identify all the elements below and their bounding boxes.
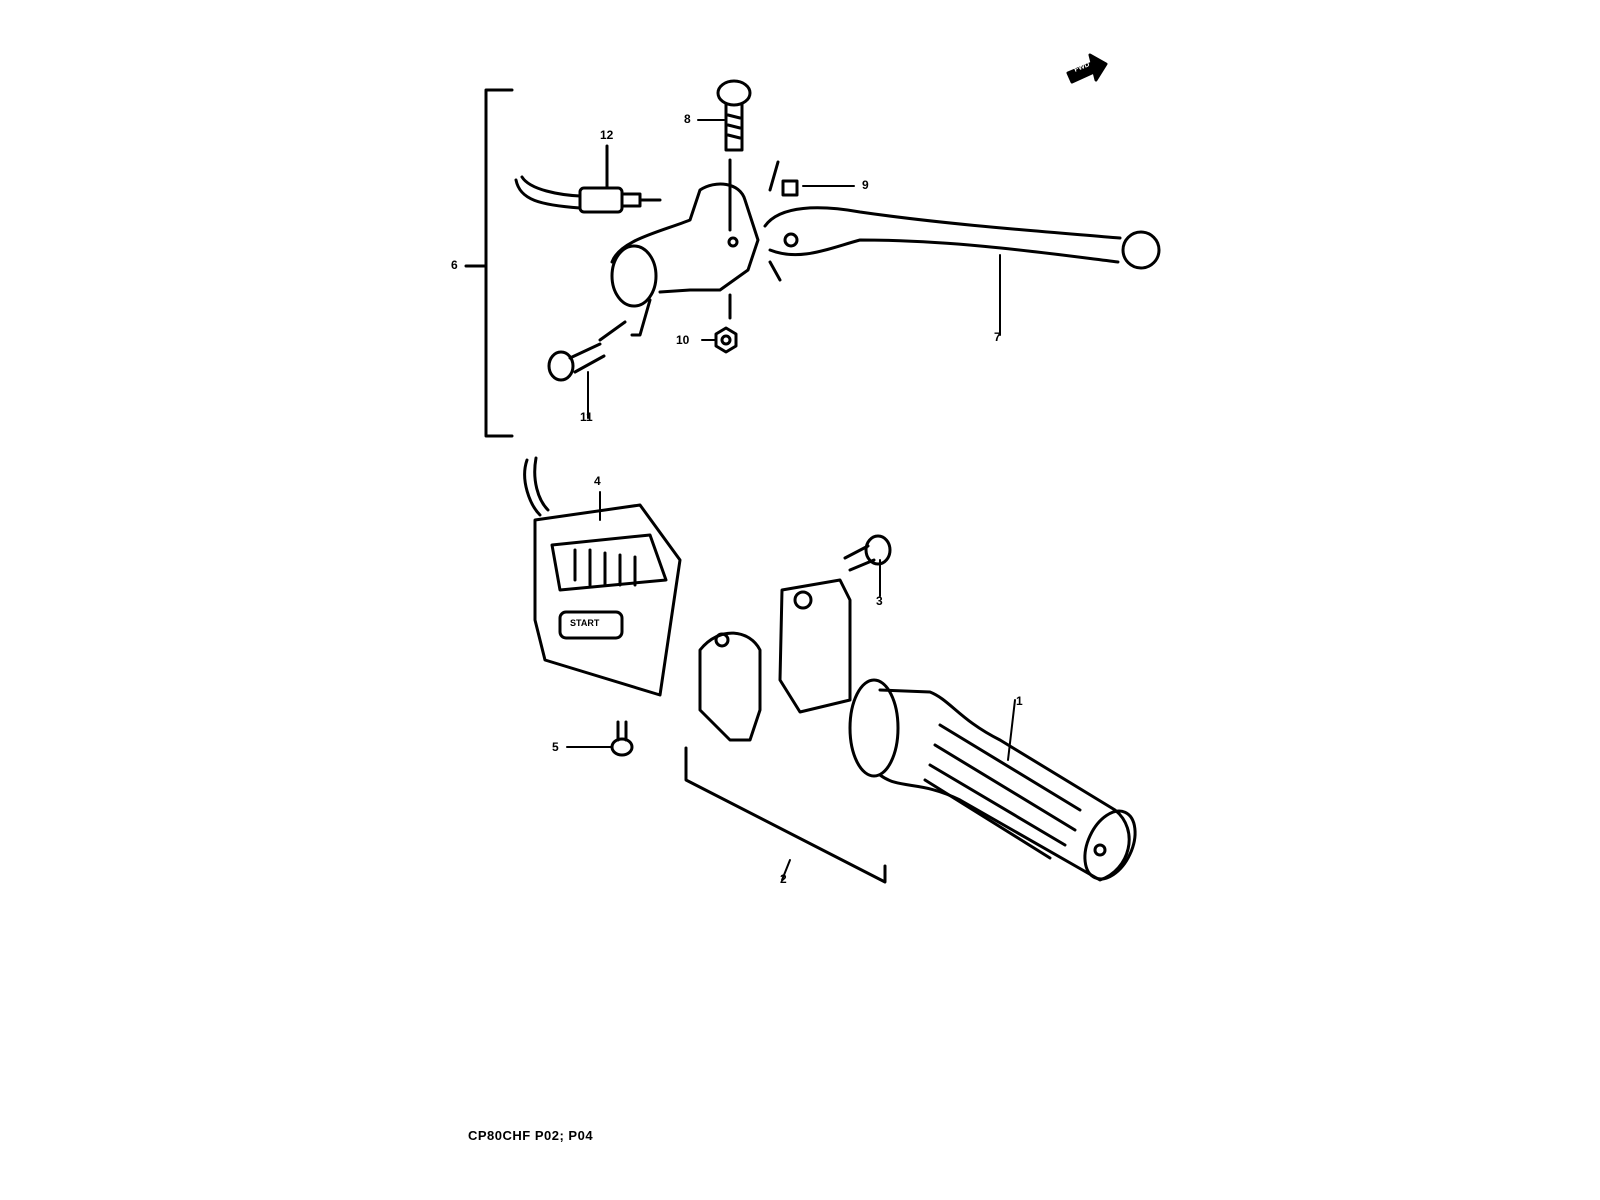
part-11-screw xyxy=(547,342,606,382)
lever-holder xyxy=(598,158,760,342)
callout-7: 7 xyxy=(994,330,1001,344)
leader-lines xyxy=(566,119,1016,881)
part-10-nut xyxy=(714,326,738,354)
callout-4: 4 xyxy=(594,474,601,488)
part-9-nut xyxy=(781,179,799,197)
callout-3: 3 xyxy=(876,594,883,608)
callout-5: 5 xyxy=(552,740,559,754)
part-1-grip xyxy=(848,678,1137,882)
part-5-screw xyxy=(610,720,634,757)
callout-9: 9 xyxy=(862,178,869,192)
callout-8: 8 xyxy=(684,112,691,126)
callout-12: 12 xyxy=(600,128,614,142)
callout-11: 11 xyxy=(580,410,593,424)
part-8-bolt xyxy=(716,79,752,152)
bracket-6 xyxy=(464,88,514,438)
callout-2: 2 xyxy=(780,872,787,886)
front-arrow-icon xyxy=(1066,53,1108,84)
callout-6: 6 xyxy=(451,258,458,272)
part-2-clamp xyxy=(684,578,887,884)
model-code: CP80CHF P02; P04 xyxy=(468,1128,594,1143)
part-7-lever xyxy=(763,160,1161,282)
callout-1: 1 xyxy=(1016,694,1023,708)
part-3-screw xyxy=(843,534,892,572)
start-button-label: START xyxy=(570,618,600,628)
callout-10: 10 xyxy=(676,333,690,347)
part-4-switch-housing xyxy=(523,456,682,697)
part-12-switch xyxy=(514,144,662,214)
